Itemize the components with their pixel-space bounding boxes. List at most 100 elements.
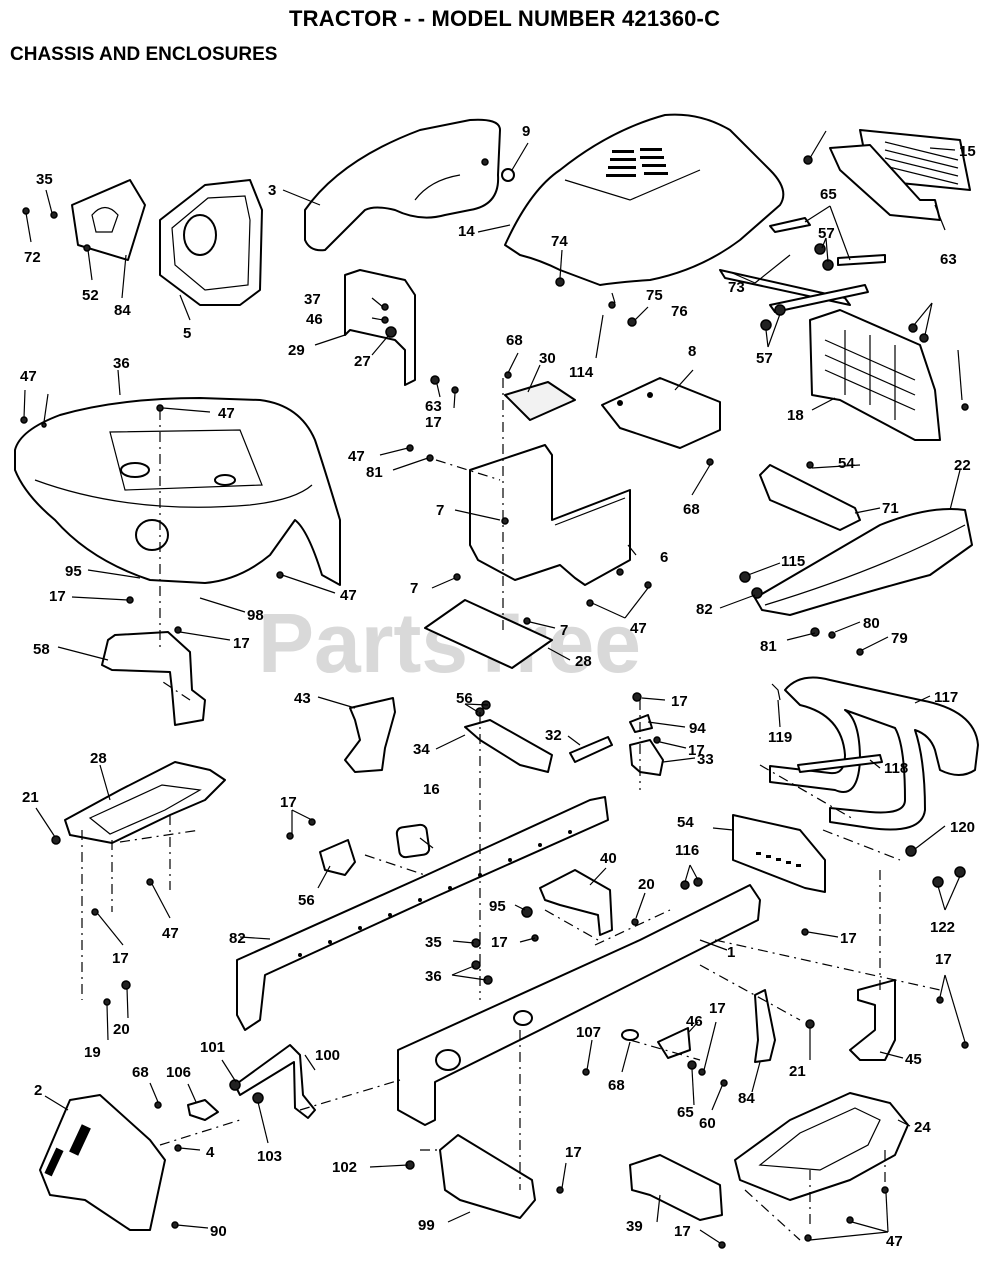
callout-17d: 17 bbox=[671, 693, 688, 710]
callout-17c: 17 bbox=[233, 635, 250, 652]
callout-21a: 21 bbox=[22, 789, 39, 806]
callout-51: 54 bbox=[838, 455, 855, 472]
callout-17g: 17 bbox=[112, 950, 129, 967]
callout-101: 102 bbox=[332, 1159, 357, 1176]
callout-46: 46 bbox=[306, 311, 323, 328]
part-dash-side-panel bbox=[304, 118, 501, 252]
callout-50: 54 bbox=[677, 814, 694, 831]
callout-33: 33 bbox=[697, 751, 714, 768]
part-footrest-right bbox=[734, 1092, 909, 1201]
part-front-bar bbox=[769, 676, 979, 831]
callout-35: 35 bbox=[36, 171, 53, 188]
part-bracket-103 bbox=[187, 1099, 219, 1121]
callout-103: 106 bbox=[166, 1064, 191, 1081]
callout-107: 114 bbox=[569, 364, 594, 381]
callout-75: 75 bbox=[646, 287, 663, 304]
callout-47e: 47 bbox=[340, 587, 357, 604]
callout-106: 107 bbox=[576, 1024, 601, 1041]
part-pedal-rod bbox=[234, 1044, 316, 1119]
part-plate-31 bbox=[504, 381, 576, 421]
callout-27: 27 bbox=[354, 353, 371, 370]
callout-91: 82 bbox=[229, 930, 246, 947]
callout-17h: 17 bbox=[491, 934, 508, 951]
part-bracket-94-top bbox=[629, 714, 653, 733]
callout-117: 119 bbox=[768, 729, 792, 746]
leader-lines bbox=[23, 130, 966, 1244]
part-hood bbox=[504, 113, 785, 286]
callout-68b: 68 bbox=[683, 501, 700, 518]
callout-20a: 20 bbox=[638, 876, 655, 893]
callout-63: 63 bbox=[425, 398, 442, 415]
part-bumper bbox=[754, 508, 973, 616]
part-bracket-71 bbox=[759, 464, 861, 531]
callout-9: 9 bbox=[522, 123, 530, 140]
callout-22: 22 bbox=[954, 457, 971, 474]
callout-95a: 95 bbox=[65, 563, 82, 580]
part-bracket-39 bbox=[629, 1154, 723, 1221]
part-bracket-45 bbox=[657, 1027, 691, 1059]
part-bracket-84 bbox=[754, 989, 776, 1063]
part-pedal-plate bbox=[39, 1094, 166, 1231]
callout-37: 36 bbox=[113, 355, 130, 372]
callout-100: 101 bbox=[200, 1039, 225, 1056]
callout-14: 14 bbox=[458, 223, 475, 240]
part-bracket-44 bbox=[849, 979, 896, 1061]
callout-17a: 17 bbox=[425, 414, 442, 431]
callout-56: 56 bbox=[298, 892, 315, 909]
callout-99: 100 bbox=[315, 1047, 340, 1064]
callout-72: 72 bbox=[24, 249, 41, 266]
part-grommet bbox=[395, 823, 431, 859]
part-bracket-56 bbox=[319, 839, 356, 876]
callout-45: 46 bbox=[686, 1013, 703, 1030]
part-shield bbox=[469, 444, 631, 586]
part-nut-9 bbox=[501, 168, 515, 182]
callout-54: 52 bbox=[82, 287, 99, 304]
callout-92: 84 bbox=[114, 302, 131, 319]
callout-73: 73 bbox=[728, 279, 745, 296]
callout-119: 122 bbox=[930, 919, 955, 936]
callout-17l: 17 bbox=[565, 1144, 582, 1161]
callout-74: 74 bbox=[551, 233, 568, 250]
callout-79: 79 bbox=[891, 630, 908, 647]
section-title: CHASSIS AND ENCLOSURES bbox=[10, 44, 278, 65]
callout-98: 99 bbox=[418, 1217, 435, 1234]
callout-65: 65 bbox=[820, 186, 837, 203]
part-bracket-29 bbox=[344, 269, 416, 386]
part-plate-30 bbox=[424, 599, 553, 669]
callout-115: 117 bbox=[934, 689, 958, 706]
callout-38: 37 bbox=[304, 291, 321, 308]
callout-29: 29 bbox=[288, 342, 305, 359]
callout-47f: 47 bbox=[162, 925, 179, 942]
part-rods bbox=[719, 217, 886, 313]
part-frame-rail bbox=[236, 796, 609, 1031]
callout-5: 5 bbox=[183, 325, 191, 342]
callout-20b: 20 bbox=[113, 1021, 130, 1038]
callout-95b: 98 bbox=[247, 607, 264, 624]
part-main-frame bbox=[397, 884, 761, 1126]
callout-114: 116 bbox=[675, 842, 699, 859]
callout-17e: 17 bbox=[688, 742, 705, 759]
part-drawings bbox=[14, 113, 979, 1231]
callout-58: 58 bbox=[33, 641, 50, 658]
part-bracket-43 bbox=[344, 697, 396, 773]
callout-90: 81 bbox=[366, 464, 383, 481]
callout-7b: 7 bbox=[410, 580, 418, 597]
part-bracket-98 bbox=[439, 1134, 536, 1219]
callout-3: 3 bbox=[268, 182, 276, 199]
callout-16: 16 bbox=[423, 781, 440, 798]
callout-4: 4 bbox=[206, 1144, 215, 1161]
callout-44: 45 bbox=[905, 1051, 922, 1068]
callout-40: 40 bbox=[600, 850, 617, 867]
callout-7c: 7 bbox=[560, 622, 568, 639]
callout-labels: 35 72 52 84 5 3 9 14 74 75 76 114 15 65 … bbox=[20, 123, 976, 1250]
callout-82: 82 bbox=[696, 601, 713, 618]
part-cover-plate bbox=[71, 179, 146, 261]
callout-116: 118 bbox=[884, 760, 908, 777]
part-fender bbox=[14, 397, 341, 586]
callout-102: 103 bbox=[257, 1148, 282, 1165]
callout-7a: 7 bbox=[436, 502, 444, 519]
callout-17k: 17 bbox=[709, 1000, 726, 1017]
callout-71: 71 bbox=[882, 500, 899, 517]
part-radiator bbox=[809, 309, 941, 441]
